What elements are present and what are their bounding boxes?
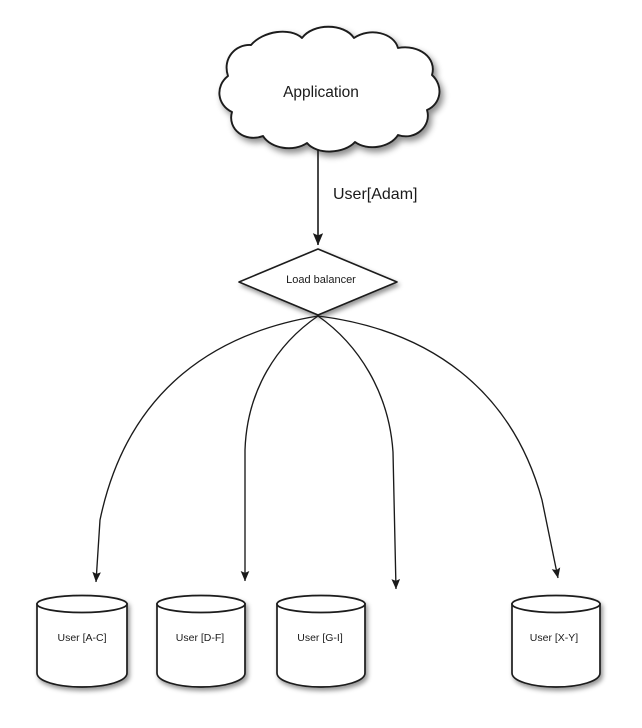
cylinder-body-1: [156, 603, 246, 688]
cylinder-body-3: [511, 603, 601, 688]
cylinder-body-2: [276, 603, 366, 688]
edge-curve-0: [92, 315, 319, 583]
node-cloud-application[interactable]: [218, 25, 441, 153]
cylinder-top-1: [156, 594, 246, 614]
edge-load-balancer-to-database-3: [317, 315, 561, 579]
edge-curve-1: [240, 315, 319, 582]
edge-curve-3: [317, 315, 561, 579]
node-cylinder-database-1[interactable]: [156, 594, 246, 688]
node-diamond-load-balancer[interactable]: [238, 248, 398, 316]
cloud-shape: [218, 25, 441, 153]
edge-load-balancer-to-database-1: [240, 315, 319, 582]
cylinder-top-0: [36, 594, 128, 614]
node-cylinder-database-3[interactable]: [511, 594, 601, 688]
cylinder-body-0: [36, 603, 128, 688]
edge-load-balancer-to-database-2: [317, 315, 401, 590]
cylinder-top-2: [276, 594, 366, 614]
node-cylinder-database-2[interactable]: [276, 594, 366, 688]
cylinder-top-3: [511, 594, 601, 614]
diamond-shape: [238, 248, 398, 316]
node-cylinder-database-0[interactable]: [36, 594, 128, 688]
edge-curve-2: [317, 315, 401, 590]
edge-load-balancer-to-database-0: [92, 315, 319, 583]
